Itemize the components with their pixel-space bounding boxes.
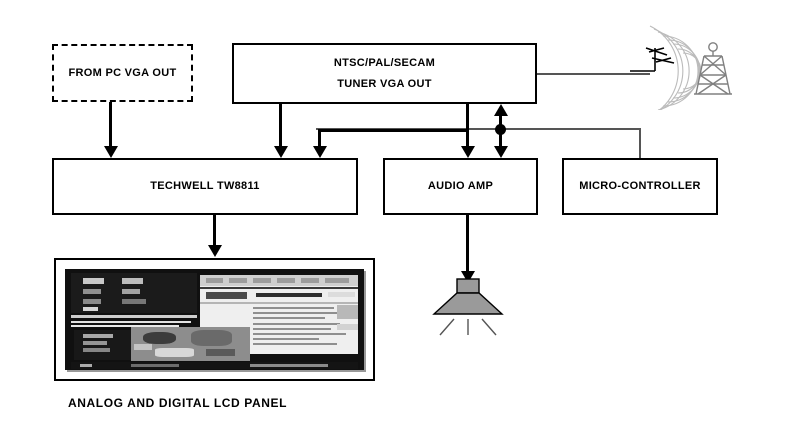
arrowhead-techwell-to-lcd [208, 245, 222, 257]
junction-dot-control-bus [495, 124, 506, 135]
lcd-panel-caption: ANALOG AND DIGITAL LCD PANEL [68, 396, 288, 410]
arrowhead-tuner-to-audio-amp [461, 146, 475, 158]
connector-tuner-to-antenna [537, 73, 650, 75]
block-from-pc-vga-out[interactable]: FROM PC VGA OUT [52, 44, 193, 102]
arrowhead-pcvga-to-techwell [104, 146, 118, 158]
connector-tuner-to-techwell [279, 104, 282, 152]
lcd-panel-frame[interactable] [54, 258, 375, 381]
block-ntsc-pal-secam-tuner[interactable]: NTSC/PAL/SECAM TUNER VGA OUT [232, 43, 537, 104]
arrowhead-tuner-to-techwell [274, 146, 288, 158]
connector-micro-control-bus-horizontal [316, 128, 640, 130]
receiving-antenna-icon [630, 47, 675, 72]
speaker-group [428, 278, 508, 336]
arrowhead-control-up [494, 104, 508, 116]
block-audio-amp[interactable]: AUDIO AMP [383, 158, 538, 215]
connector-techwell-to-lcd [213, 215, 216, 251]
block-label-techwell: TECHWELL TW8811 [150, 180, 260, 193]
broadcast-tower-icon [694, 42, 732, 95]
connector-bus-horizontal-left [318, 129, 468, 132]
block-micro-controller[interactable]: MICRO-CONTROLLER [562, 158, 718, 215]
block-label-from-pc-vga-out: FROM PC VGA OUT [68, 66, 177, 79]
radio-waves-icon [649, 25, 702, 117]
speaker-icon [432, 278, 504, 315]
arrowhead-bus-to-techwell [313, 146, 327, 158]
sound-rays-icon [439, 318, 497, 336]
block-label-tuner-line2: TUNER VGA OUT [337, 77, 432, 90]
connector-bus-to-techwell [318, 129, 321, 152]
antenna-and-tower-group [630, 18, 740, 117]
connector-audioamp-to-speaker [466, 215, 469, 275]
arrowhead-control-down [494, 146, 508, 158]
lcd-panel-screenshot [65, 269, 364, 370]
connector-micro-control-bus-vertical [639, 128, 641, 158]
block-label-micro-controller: MICRO-CONTROLLER [579, 180, 701, 193]
connector-tuner-bus-drop [466, 104, 469, 131]
connector-tuner-to-audio-amp [466, 129, 469, 152]
block-techwell-tw8811[interactable]: TECHWELL TW8811 [52, 158, 358, 215]
connector-pcvga-to-techwell [109, 102, 112, 152]
block-label-audio-amp: AUDIO AMP [427, 180, 494, 193]
block-label-tuner-line1: NTSC/PAL/SECAM [333, 56, 436, 69]
